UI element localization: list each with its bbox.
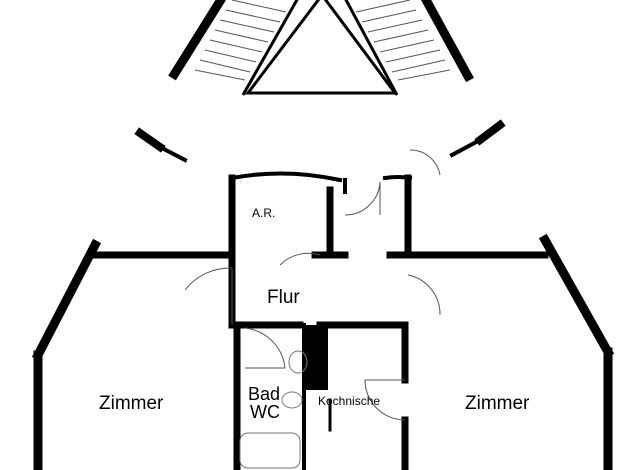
room-label-bath: Bad [248,384,281,404]
stairwell-void [244,0,398,95]
room-label-room-right: Zimmer [465,393,530,414]
bathtub [239,432,301,469]
room-label-room-left: Zimmer [99,393,164,414]
bathroom-fixtures [239,350,308,469]
toilet [281,391,303,409]
staircase-right [344,0,474,96]
room-label-storage: A.R. [252,206,276,220]
room-label-wc: WC [250,402,280,422]
room-label-hallway: Flur [267,287,300,308]
staircase-left [168,0,299,96]
walls [31,119,615,470]
door-swings [184,149,441,421]
room-label-kitchenette: Kochnische [318,394,381,408]
sink [288,350,308,374]
